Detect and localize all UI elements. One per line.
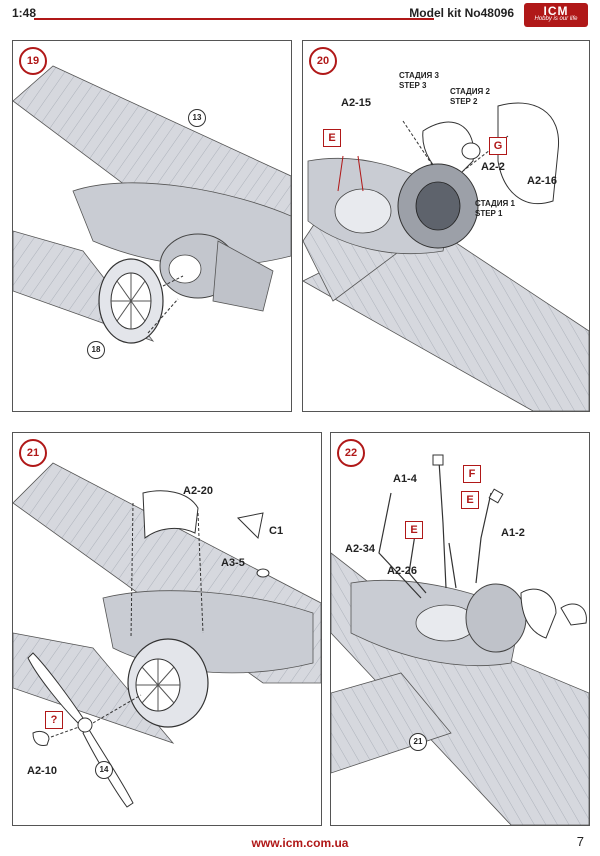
ref-circle: 13 [188,109,206,127]
step-19-illustration [13,65,291,344]
paint-code-box: F [463,465,481,483]
scale-label: 1:48 [12,6,37,20]
header-rule [34,18,434,20]
part-label: A2-34 [345,543,375,555]
stage-label: СТАДИЯ 2 STEP 2 [450,87,490,107]
part-label: A2-16 [527,175,557,187]
paint-code-box: E [461,491,479,509]
ref-circle: 21 [409,733,427,751]
paint-code-box: G [489,137,507,155]
part-label: A2-15 [341,97,371,109]
stage-1-ru: СТАДИЯ 1 [475,199,515,208]
paint-code-box: E [405,521,423,539]
kit-number: Model kit No48096 [409,6,514,20]
stage-1-en: STEP 1 [475,209,503,218]
ref-circle: 18 [87,341,105,359]
stage-label: СТАДИЯ 1 STEP 1 [475,199,515,219]
part-label: A2-2 [481,161,505,173]
part-label: A2-26 [387,565,417,577]
paint-code-box: E [323,129,341,147]
step-number-badge: 22 [337,439,365,467]
page-number: 7 [576,834,584,849]
page-header: 1:48 Model kit No48096 ICM Hobby is our … [0,0,600,28]
part-label: C1 [269,525,284,537]
stage-3-en: STEP 3 [399,81,427,90]
part-label: A1-4 [393,473,417,485]
step-21-illustration [13,462,321,808]
step-22-panel: 22 A1-4 F E E A1-2 A2-34 A2-26 21 [330,432,590,826]
part-label: A2-20 [183,485,213,497]
footer-url[interactable]: www.icm.com.ua [251,836,349,850]
stage-label: СТАДИЯ 3 STEP 3 [399,71,439,91]
part-label: A3-5 [221,557,245,569]
icm-logo: ICM Hobby is our life [524,3,588,27]
logo-slogan: Hobby is our life [534,16,578,22]
paint-code-box: ? [45,711,63,729]
part-label: A1-2 [501,527,525,539]
step-number-badge: 21 [19,439,47,467]
part-label: A2-10 [27,765,57,777]
step-number-badge: 20 [309,47,337,75]
step-22-illustration [331,454,589,825]
step-21-panel: 21 A2-20 C1 A3-5 ? A2-10 14 [12,432,322,826]
step-number-badge: 19 [19,47,47,75]
step-19-panel: 19 13 18 [12,40,292,412]
step-20-panel: 20 A2-15 СТАДИЯ 3 STEP 3 СТАДИЯ 2 STEP 2… [302,40,590,412]
ref-circle: 14 [95,761,113,779]
logo-brand: ICM [543,4,569,18]
stage-2-ru: СТАДИЯ 2 [450,87,490,96]
step-20-illustration [303,102,589,411]
stage-3-ru: СТАДИЯ 3 [399,71,439,80]
stage-2-en: STEP 2 [450,97,478,106]
